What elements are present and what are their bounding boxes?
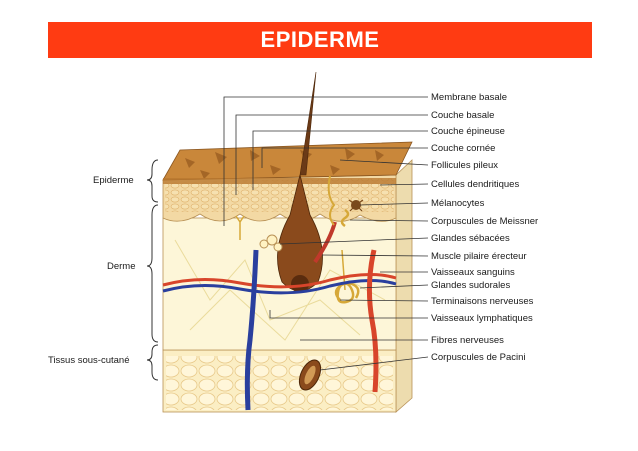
label-corpuscules-meissner: Corpuscules de Meissner (431, 216, 538, 227)
label-corpuscules-pacini: Corpuscules de Pacini (431, 352, 526, 363)
layer-braces (147, 160, 158, 380)
label-fibres-nerveuses: Fibres nerveuses (431, 335, 504, 346)
label-vaisseaux-lymphatiques: Vaisseaux lymphatiques (431, 313, 533, 324)
melanocyte (349, 200, 363, 211)
label-glandes-sebacees: Glandes sébacées (431, 233, 510, 244)
label-hypoderme: Tissus sous-cutané (48, 355, 130, 366)
label-couche-cornee: Couche cornée (431, 143, 495, 154)
label-couche-epineuse: Couche épineuse (431, 126, 505, 137)
label-cellules-dendritiques: Cellules dendritiques (431, 179, 519, 190)
label-muscle-pilaire: Muscle pilaire érecteur (431, 251, 527, 262)
label-follicules-pileux: Follicules pileux (431, 160, 498, 171)
label-epiderme: Epiderme (93, 175, 134, 186)
label-terminaisons-nerveuses: Terminaisons nerveuses (431, 296, 534, 307)
label-glandes-sudorales: Glandes sudorales (431, 280, 510, 291)
label-membrane-basale: Membrane basale (431, 92, 507, 103)
hypodermis-layer (163, 350, 396, 412)
structure-labels: Membrane basale Couche basale Couche épi… (431, 92, 538, 363)
label-melanocytes: Mélanocytes (431, 198, 485, 209)
label-derme: Derme (107, 261, 136, 272)
dermis-layer (163, 218, 396, 350)
label-vaisseaux-sanguins: Vaisseaux sanguins (431, 267, 515, 278)
label-couche-basale: Couche basale (431, 110, 494, 121)
